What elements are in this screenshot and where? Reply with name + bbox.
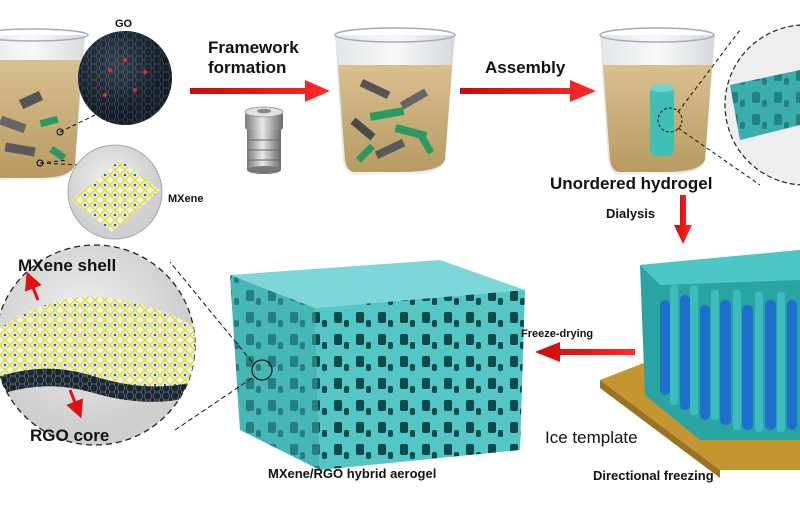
label-dialysis: Dialysis <box>606 206 656 221</box>
arrow-freeze-drying <box>535 342 635 362</box>
label-assembly: Assembly <box>485 58 566 77</box>
label-directional-freezing: Directional freezing <box>593 468 714 483</box>
hydrogel-zoom <box>677 24 800 186</box>
label-mxene: MXene <box>168 193 204 205</box>
label-hybrid-aerogel: MXene/RGO hybrid aerogel <box>268 466 437 481</box>
arrow-assembly <box>460 80 596 102</box>
aerogel-block <box>230 260 525 470</box>
label-framework-formation: Framework formation <box>208 38 299 77</box>
label-go: GO <box>115 18 133 30</box>
arrow-dialysis <box>674 195 692 244</box>
label-unordered-hydrogel: Unordered hydrogel <box>550 174 713 193</box>
shell-core-sphere <box>0 244 253 446</box>
label-rgo-core: RGO core <box>30 426 110 445</box>
mxene-sphere <box>39 144 163 240</box>
ice-template <box>600 250 800 478</box>
autoclave-icon <box>244 106 284 174</box>
beaker-2 <box>334 27 456 175</box>
label-ice-template: Ice template <box>545 428 638 447</box>
beaker-1 <box>0 28 89 180</box>
go-sphere <box>39 31 172 166</box>
beaker-3 <box>599 27 715 175</box>
arrow-framework-formation <box>190 80 330 102</box>
label-mxene-shell: MXene shell <box>18 256 117 275</box>
label-freeze-drying: Freeze-drying <box>521 328 594 340</box>
